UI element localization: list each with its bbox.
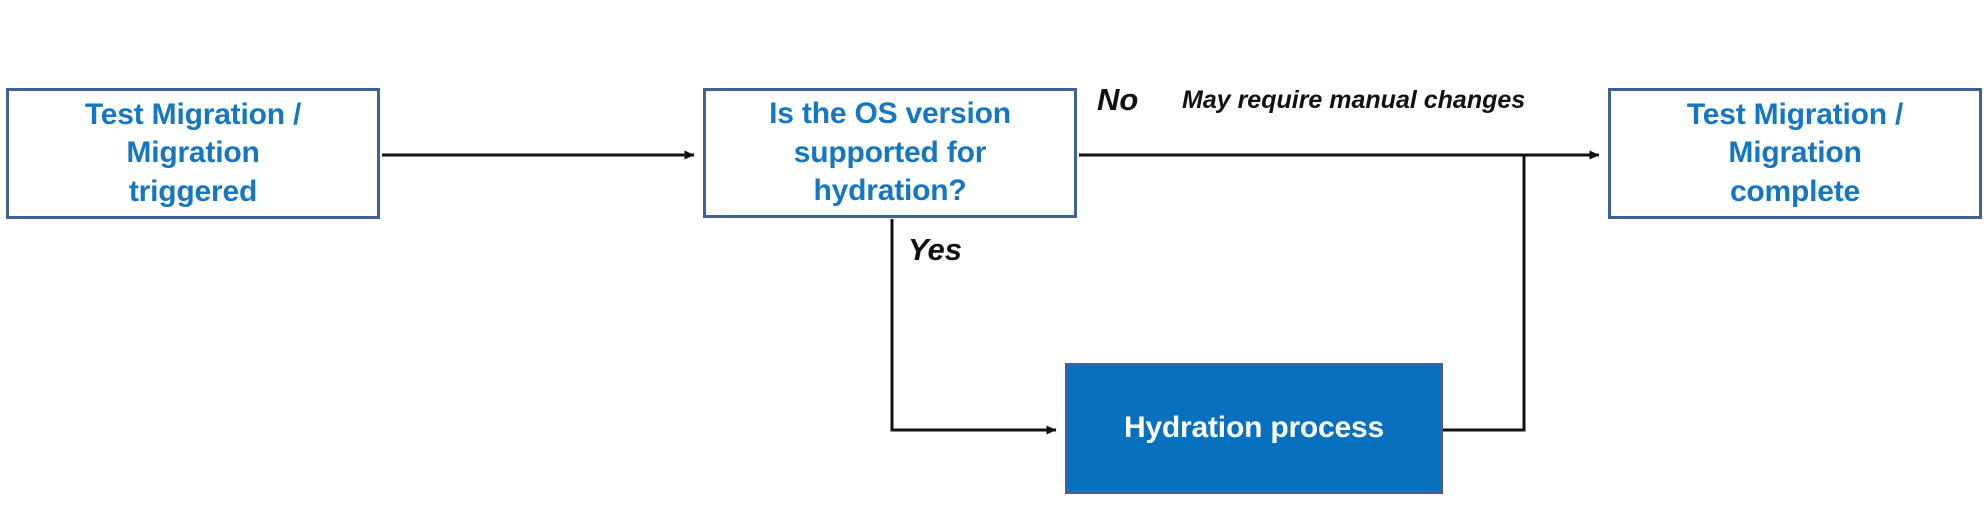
- edge-label-no: No: [1097, 82, 1139, 117]
- node-label-hydration-process: Hydration process: [1123, 411, 1384, 445]
- node-os-version-supported-decision[interactable]: Is the OS version supported for hydratio…: [703, 88, 1077, 218]
- node-test-migration-complete[interactable]: Test Migration / Migration complete: [1608, 88, 1982, 219]
- node-label-test-migration-triggered: Test Migration / Migration triggered: [84, 97, 302, 208]
- edge-label-manual-changes-note: May require manual changes: [1182, 86, 1526, 114]
- edge-label-yes: Yes: [908, 232, 963, 267]
- node-label-os-version-supported-decision: Is the OS version supported for hydratio…: [769, 97, 1011, 208]
- connector-hydration-to-complete-path: [1443, 156, 1526, 432]
- node-test-migration-triggered[interactable]: Test Migration / Migration triggered: [6, 88, 380, 219]
- node-hydration-process[interactable]: Hydration process: [1065, 363, 1443, 494]
- node-label-test-migration-complete: Test Migration / Migration complete: [1686, 97, 1904, 208]
